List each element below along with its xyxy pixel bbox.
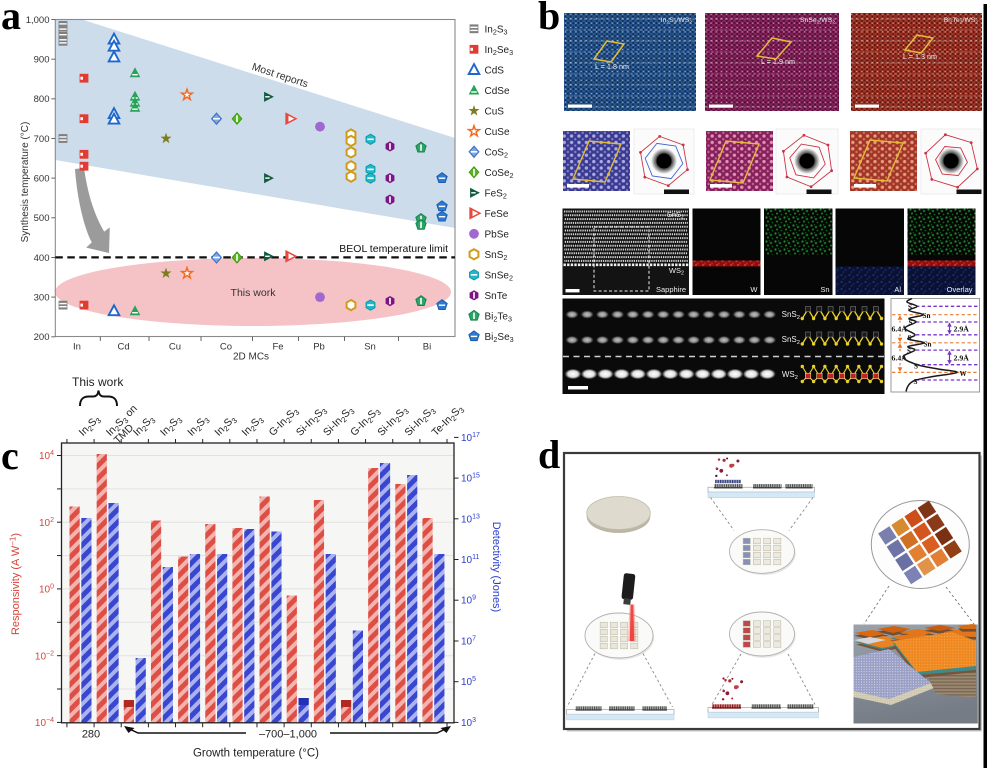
svg-text:In2​S3​: In2​S3​ [185,413,212,440]
svg-text:2.9Å: 2.9Å [954,325,970,334]
svg-text:S: S [909,319,913,327]
svg-text:In2​S3​: In2​S3​ [240,413,267,440]
svg-text:S: S [908,304,912,312]
svg-text:S: S [914,362,918,370]
svg-text:Pb: Pb [313,342,325,353]
svg-text:Bi2​Se3​: Bi2​Se3​ [485,332,514,344]
svg-text:Cd: Cd [118,342,130,353]
svg-text:103: 103 [461,717,476,729]
svg-text:Responsivity (A W−1): Responsivity (A W−1) [9,533,23,635]
svg-text:CdSe: CdSe [485,86,510,97]
svg-text:280: 280 [82,729,100,741]
svg-text:SnTe: SnTe [485,291,508,302]
svg-text:L = 1.3 nm: L = 1.3 nm [903,52,937,61]
svg-text:Sn: Sn [820,285,829,294]
svg-text:S: S [908,334,912,342]
svg-text:SnS2​: SnS2​ [782,335,800,346]
svg-text:This work: This work [72,375,124,389]
svg-text:Sn: Sn [923,312,931,320]
svg-text:Bi2​Te3​: Bi2​Te3​ [485,311,512,323]
svg-text:This work: This work [231,287,277,299]
svg-text:W: W [750,285,758,294]
svg-text:S: S [914,378,918,386]
svg-text:PbSe: PbSe [485,229,510,240]
svg-text:1013: 1013 [461,513,480,525]
svg-text:CuSe: CuSe [485,127,510,138]
svg-text:300: 300 [34,292,50,303]
svg-text:Co: Co [220,342,232,353]
svg-text:BEOL temperature limit: BEOL temperature limit [339,243,448,255]
svg-text:Synthesis temperature (°C): Synthesis temperature (°C) [20,122,31,243]
svg-text:400: 400 [34,253,50,264]
svg-text:In2​S3​ on: In2​S3​ on [104,403,141,440]
svg-text:1017: 1017 [461,432,480,444]
svg-text:WS2​: WS2​ [782,370,798,381]
svg-text:Bi: Bi [423,342,431,353]
svg-text:SnSe2​/WS2​: SnSe2​/WS2​ [800,17,835,26]
svg-text:1015: 1015 [461,473,480,485]
svg-text:2D MCs: 2D MCs [233,352,269,363]
svg-text:Overlay: Overlay [947,285,973,294]
svg-text:10−4: 10−4 [35,717,54,729]
svg-text:L = 1.9 nm: L = 1.9 nm [761,57,795,66]
svg-text:In2​S3​: In2​S3​ [212,413,239,440]
svg-text:CoSe2​: CoSe2​ [485,168,514,180]
svg-text:c: c [1,433,19,478]
svg-text:In2​S3​: In2​S3​ [158,413,185,440]
svg-text:Sn: Sn [364,342,376,353]
svg-text:1,000: 1,000 [26,15,50,26]
svg-text:S: S [907,347,911,355]
svg-text:b: b [538,0,560,38]
svg-text:In: In [73,342,81,353]
svg-text:In2​S3​: In2​S3​ [485,24,508,36]
svg-text:109: 109 [461,595,476,607]
svg-text:Detectivity (Jones): Detectivity (Jones) [490,522,502,612]
svg-text:Growth temperature (°C): Growth temperature (°C) [193,748,319,760]
svg-text:900: 900 [34,55,50,66]
svg-text:102: 102 [39,517,54,529]
svg-text:In2​S3​: In2​S3​ [131,413,158,440]
svg-text:SnS2​: SnS2​ [667,210,684,221]
svg-text:100: 100 [39,584,54,596]
svg-text:SnS2​: SnS2​ [782,310,800,321]
svg-text:CdS: CdS [485,65,505,76]
svg-text:500: 500 [34,213,50,224]
svg-text:FeSe: FeSe [485,209,509,220]
svg-text:Fe: Fe [272,342,283,353]
svg-text:G-In2​S3​: G-In2​S3​ [348,405,383,440]
svg-text:CuS: CuS [485,106,505,117]
svg-text:107: 107 [461,636,476,648]
svg-text:10−2: 10−2 [35,650,54,662]
svg-text:Cu: Cu [169,342,181,353]
svg-text:800: 800 [34,94,50,105]
svg-text:700: 700 [34,134,50,145]
svg-text:Sapphire: Sapphire [656,285,686,294]
svg-text:WS2​: WS2​ [669,266,684,277]
svg-text:SnSe2​: SnSe2​ [485,270,513,282]
svg-text:In2​Se3​: In2​Se3​ [485,45,514,57]
svg-text:6.4Å: 6.4Å [892,354,908,363]
svg-text:L = 1.8 nm: L = 1.8 nm [595,62,629,71]
svg-text:FeS2​: FeS2​ [485,188,507,200]
svg-text:–700–1,000: –700–1,000 [259,729,317,741]
svg-text:d: d [538,432,560,477]
svg-text:600: 600 [34,173,50,184]
svg-text:6.4Å: 6.4Å [892,325,908,334]
svg-text:Sn: Sn [924,340,932,348]
svg-text:1011: 1011 [461,554,479,566]
svg-text:2.9Å: 2.9Å [954,354,970,363]
svg-text:SnS2​: SnS2​ [485,250,508,262]
svg-text:W: W [960,370,968,378]
svg-text:In2​S3​: In2​S3​ [77,413,104,440]
svg-text:G-In2​S3​: G-In2​S3​ [267,405,302,440]
svg-text:CoS2​: CoS2​ [485,147,508,159]
svg-text:104: 104 [39,450,54,462]
svg-text:105: 105 [461,676,476,688]
svg-text:In2​S3​/WS2​: In2​S3​/WS2​ [661,17,693,26]
svg-text:200: 200 [34,332,50,343]
svg-text:Al: Al [894,285,901,294]
svg-text:Bi2​Te3​/WS2​: Bi2​Te3​/WS2​ [944,17,979,26]
svg-text:a: a [1,0,21,38]
